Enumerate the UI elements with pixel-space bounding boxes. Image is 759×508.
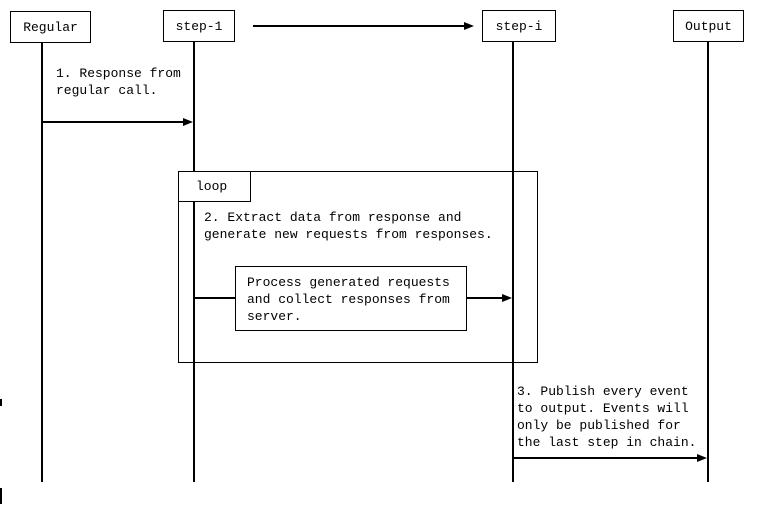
participant-label-output: Output (685, 18, 732, 34)
participant-box-step-1: step-1 (163, 10, 235, 42)
loop-fragment-frame (178, 171, 538, 363)
lifeline-step-i (512, 42, 514, 482)
lifeline-regular (41, 43, 43, 482)
loop-fragment-label-box: loop (178, 171, 251, 202)
lifeline-output (707, 42, 709, 482)
message-3-line-2: to output. Events will (517, 401, 689, 416)
loop-fragment-label: loop (196, 179, 228, 194)
process-line-3: server. (247, 309, 302, 324)
message-3-text: 3. Publish every event to output. Events… (517, 383, 696, 451)
message-1-line-1: 1. Response from (56, 66, 181, 81)
process-connector-left-line (194, 297, 235, 299)
left-edge-artifact-mark (0, 488, 2, 504)
arrowhead-right-icon (502, 294, 512, 302)
message-1-text: 1. Response from regular call. (56, 65, 181, 99)
arrowhead-right-icon (464, 22, 474, 30)
arrowhead-right-icon (183, 118, 193, 126)
message-1-arrow-line (42, 121, 185, 123)
message-2-text: 2. Extract data from response and genera… (204, 209, 493, 243)
lifeline-step-1 (193, 42, 195, 482)
message-3-line-1: 3. Publish every event (517, 384, 689, 399)
message-3-line-4: the last step in chain. (517, 435, 697, 450)
message-3-arrow-line (513, 457, 698, 459)
participant-box-step-i: step-i (482, 10, 556, 42)
message-1-line-2: regular call. (56, 83, 158, 98)
participant-label-regular: Regular (23, 19, 78, 35)
process-line-2: and collect responses from (247, 292, 450, 307)
message-3-line-3: only be published for (517, 418, 681, 433)
left-edge-artifact-mark (0, 399, 2, 406)
participant-label-step-i: step-i (495, 18, 543, 34)
participant-box-regular: Regular (10, 11, 91, 43)
process-line-1: Process generated requests (247, 275, 450, 290)
participant-box-output: Output (673, 10, 744, 42)
message-2-line-1: 2. Extract data from response and (204, 210, 462, 225)
process-action-box: Process generated requests and collect r… (235, 266, 467, 331)
message-2-line-2: generate new requests from responses. (204, 227, 493, 242)
participant-label-step-1: step-1 (175, 18, 223, 34)
chain-continuation-arrow-line (253, 25, 466, 27)
process-connector-right-line (467, 297, 503, 299)
arrowhead-right-icon (697, 454, 707, 462)
